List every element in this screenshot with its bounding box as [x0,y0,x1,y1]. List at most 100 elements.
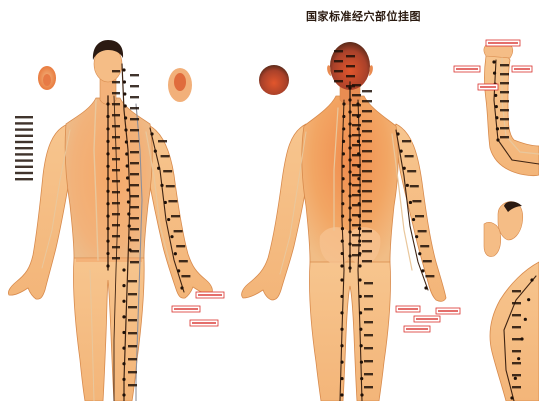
point-back-leg-left [340,328,343,331]
label-block-arm [415,215,424,217]
label-block-side [500,109,509,111]
point-front-midline [106,190,109,193]
point-side-arm [494,94,497,97]
point-back-bladder-outer [357,190,360,193]
label-block-head [334,60,343,62]
point-back-governor [348,158,351,161]
label-block-front [130,129,139,131]
label-block-legend [15,141,33,143]
label-block-arm [418,230,427,232]
point-front-stomach [124,128,127,131]
point-back-bladder-outer [357,177,360,180]
callout-red-back-mark [438,310,458,312]
point-front-stomach [128,224,131,227]
label-block-back [352,204,361,206]
back-legs [309,262,390,401]
point-front-midline [106,152,109,155]
label-block-arm [423,260,432,262]
point-side-leg [517,357,520,360]
point-back-bladder-inner [341,252,344,255]
label-block-back [352,104,361,106]
label-block-leg [364,360,373,362]
label-block-arm [161,155,170,157]
label-block-side [500,91,509,93]
label-block-back [362,260,372,262]
label-block-back [352,254,361,256]
label-block-front [130,162,139,164]
point-side-leg [510,396,513,399]
label-block-back [352,194,361,196]
point-back-leg-right [360,361,363,364]
point-back-governor [348,206,351,209]
label-block-front [130,74,139,76]
label-block-back [362,130,372,132]
label-block-back [362,190,372,192]
point-back-leg-right [359,328,362,331]
label-block-arm [412,200,421,202]
label-block-front [130,261,139,263]
label-block-front [112,136,120,138]
point-back-bladder-inner [341,239,344,242]
point-front-stomach [125,140,128,143]
label-block-back [362,230,372,232]
point-back-arm [409,201,412,204]
point-front-midline [106,215,109,218]
label-block-front [112,169,120,171]
point-back-governor [348,170,351,173]
point-back-leg-left [340,311,343,314]
point-back-leg-left [340,361,343,364]
callout-red-front-mark [198,294,222,296]
label-block-leg [128,384,137,386]
point-back-leg-right [359,295,362,298]
point-front-stomach [124,116,127,119]
label-block-front [112,257,120,259]
label-block-side [512,386,521,388]
label-block-legend [15,153,33,155]
label-block-legend [15,172,33,174]
label-block-side [512,314,521,316]
point-back-bladder-inner [342,165,345,168]
point-front-stomach [123,80,126,83]
point-front-leg [122,268,125,271]
label-block-back [362,140,372,142]
point-back-bladder-outer [358,239,361,242]
label-block-arm [420,245,429,247]
point-back-governor [348,134,351,137]
label-block-side [500,73,509,75]
side-arm-figure [484,43,539,401]
label-block-side [512,326,521,328]
point-front-leg [122,284,125,287]
label-block-front [130,173,139,175]
point-back-governor [348,230,351,233]
point-front-leg [122,393,125,396]
label-block-arm [176,245,185,247]
point-back-bladder-outer [357,127,360,130]
label-block-leg [364,295,373,297]
label-block-back [362,240,372,242]
head-back-illustration [259,65,289,95]
point-front-midline [106,177,109,180]
label-block-front [130,184,139,186]
point-side-leg [527,298,530,301]
point-back-arm [418,252,421,255]
label-block-head [346,65,355,67]
point-back-bladder-inner [342,115,345,118]
label-block-leg [364,347,373,349]
point-side-arm [495,105,498,108]
point-back-arm [421,269,424,272]
point-side-leg [514,377,517,380]
label-block-back [362,200,372,202]
label-block-leg [128,293,137,295]
point-side-leg [524,318,527,321]
label-block-front [112,103,120,105]
point-front-arm [150,132,153,135]
point-front-leg [122,300,125,303]
label-block-back [362,250,372,252]
point-front-arm [167,218,170,221]
back-body-figure [242,42,446,401]
label-block-front [112,158,120,160]
label-block-front [130,118,139,120]
label-block-arm [405,155,414,157]
label-block-arm [407,170,416,172]
label-block-front [130,206,139,208]
